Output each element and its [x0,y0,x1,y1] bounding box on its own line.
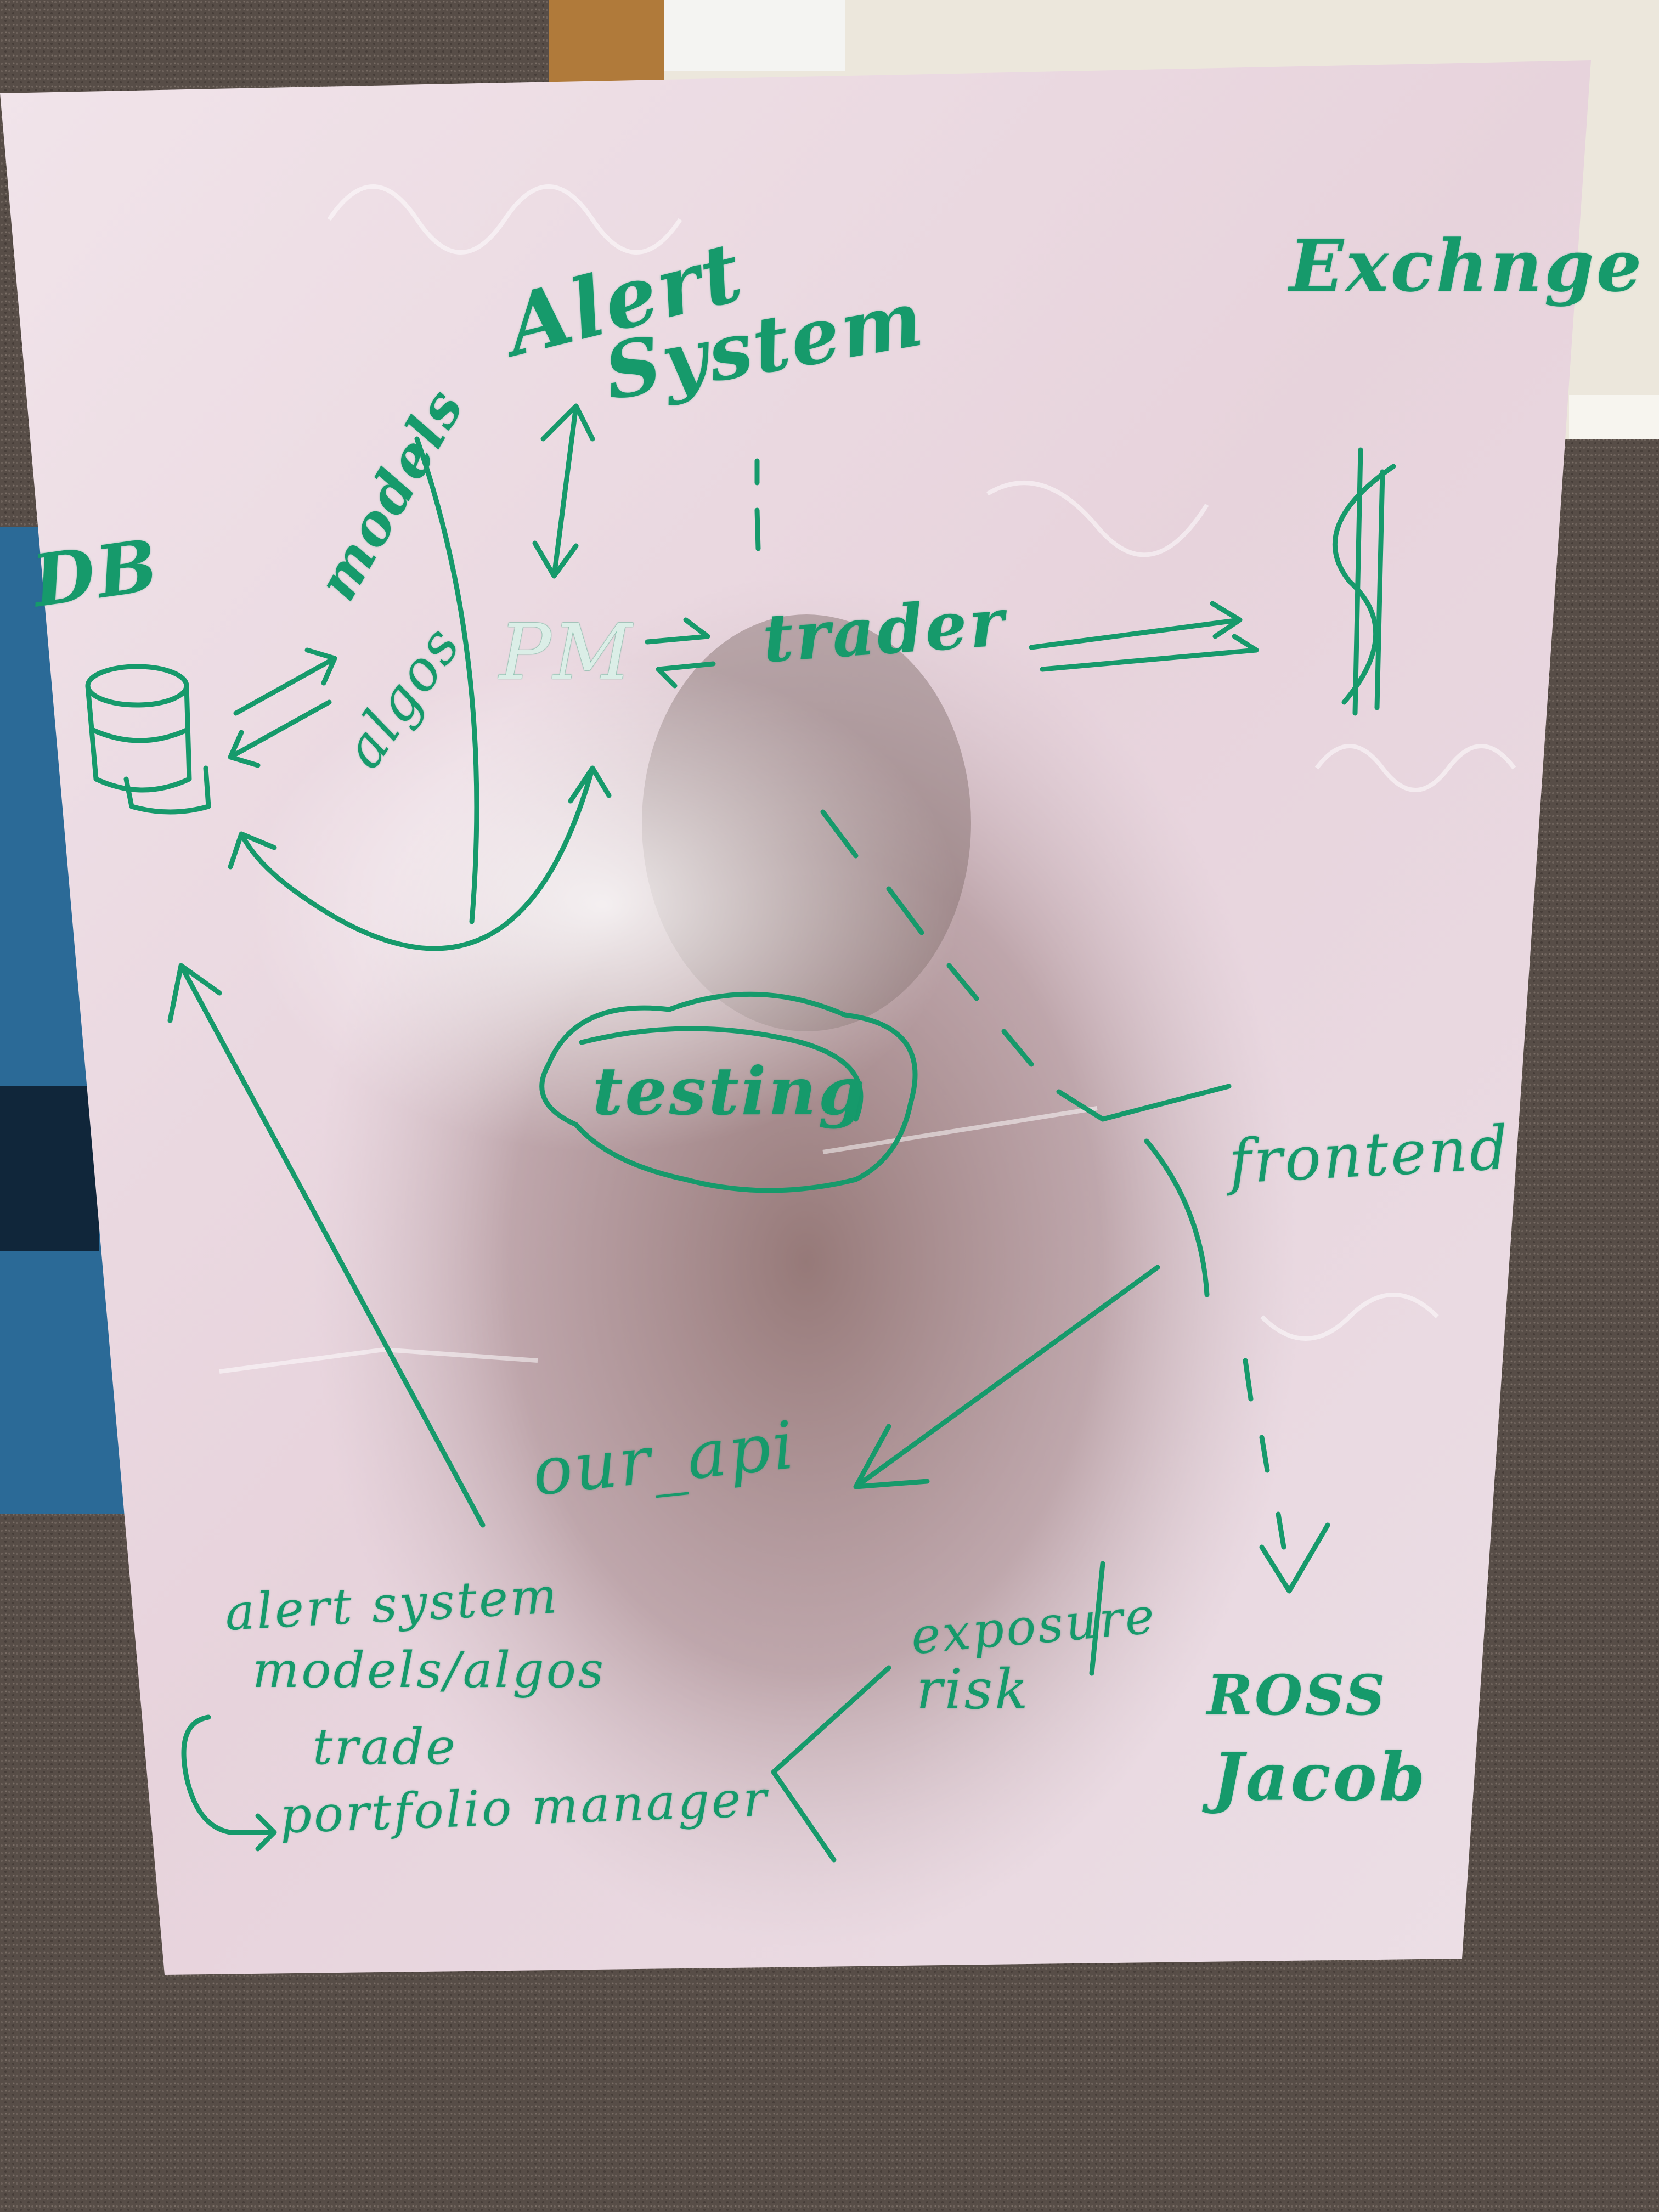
chair-shadow [0,1086,99,1251]
ghost-scribbles [219,184,1516,1374]
list-item-models-algos: models/algos [252,1641,606,1699]
frontend-label: frontend [1227,1112,1512,1198]
frontend-ross-dashed [1144,1138,1330,1594]
cloud-bubble-icon [539,991,918,1193]
risk-bracket [771,1665,891,1863]
list-item-trade: trade [313,1718,458,1776]
jacob-label: Jacob [1212,1739,1427,1816]
models-to-db-arrow [228,699,332,768]
door-panel [664,0,845,71]
frontend-api-arrow [853,1265,1160,1489]
alert-pm-arrow [532,403,595,579]
ross-label: ROSS [1207,1663,1387,1728]
trader-label: trader [760,583,1009,678]
pm-label: PM [499,608,634,697]
marker-drawing [85,403,1396,1863]
models-bracket [414,436,479,924]
trader-frontend-dashed [820,809,1232,1122]
pm-db-curve-arrow [228,765,612,951]
exchange-label: Exchnge [1289,224,1644,308]
exposure-divider [1089,1561,1105,1676]
wall-baseboard [1569,395,1659,439]
api-db-arrow [167,963,486,1528]
db-label: DB [27,522,165,624]
testing-label: testing [592,1053,867,1130]
trader-exchange-arrow [1029,601,1259,672]
door-frame [549,0,664,88]
list-bracket [181,1714,277,1852]
alert-trader-dashed [754,458,761,551]
risk-label: risk [916,1657,1030,1722]
database-icon [85,664,211,815]
light-glare [247,658,960,1152]
pm-trader-arrow [645,617,716,689]
dollar-sign-icon [1332,447,1396,716]
db-to-models-arrow [233,647,337,716]
cloud-inner-loop [579,1026,864,1122]
